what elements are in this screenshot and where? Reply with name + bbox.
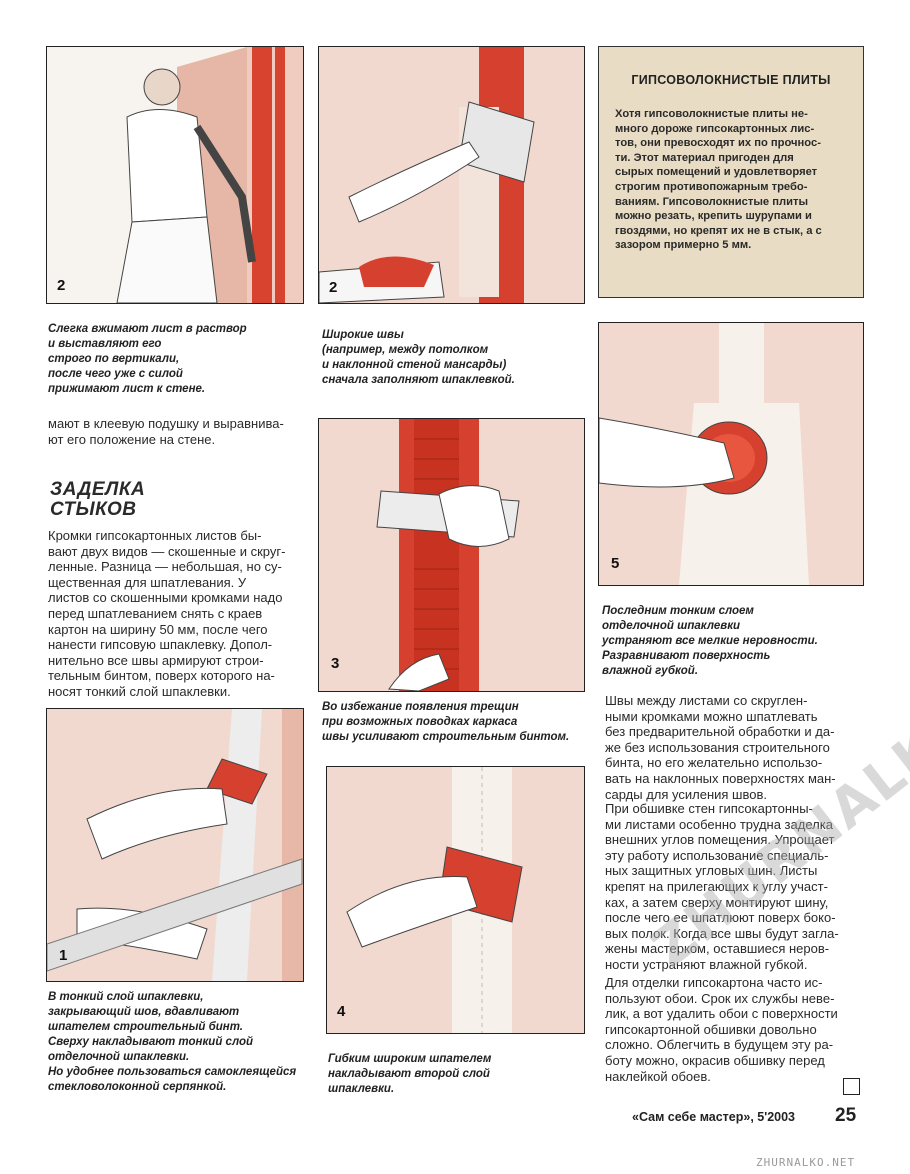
caption-sponge: Последним тонким слоем отделочной шпакле… <box>602 605 818 677</box>
caption-press-sheet: Слегка вжимают лист в раствор и выставля… <box>48 323 247 395</box>
mesh-tape-illustration <box>319 419 584 691</box>
second-coat-illustration <box>327 767 584 1033</box>
paragraph-external-corners: При обшивке стен гипсокартонны- ми листа… <box>605 801 839 972</box>
photo-press-sheet: 2 <box>46 46 304 304</box>
magazine-footer: «Сам себе мастер», 5'2003 <box>632 1110 796 1124</box>
photo-wide-joint: 2 <box>318 46 585 304</box>
photo-tape-press: 1 <box>46 708 304 982</box>
press-sheet-illustration <box>47 47 303 303</box>
photo-number: 1 <box>59 947 68 964</box>
paragraph-rounded-edges: Швы между листами со скруглен- ными кром… <box>605 693 836 802</box>
caption-mesh-tape: Во избежание появления трещин при возмож… <box>322 701 570 743</box>
photo-mesh-tape: 3 <box>318 418 585 692</box>
wide-joint-illustration <box>319 47 584 303</box>
site-credit: ZHURNALKO.NET <box>756 1156 856 1169</box>
photo-number: 5 <box>611 555 620 572</box>
caption-second-coat: Гибким широким шпателем накладывают втор… <box>328 1053 492 1095</box>
photo-second-coat: 4 <box>326 766 585 1034</box>
sidebar-text: Хотя гипсоволокнистые плиты не- много до… <box>615 108 822 252</box>
sidebar-title: ГИПСОВОЛОКНИСТЫЕ ПЛИТЫ <box>631 73 831 87</box>
photo-number: 3 <box>331 655 340 672</box>
sidebar-box: ГИПСОВОЛОКНИСТЫЕ ПЛИТЫ Хотя гипсоволокни… <box>598 46 864 298</box>
paragraph-wallpaper: Для отделки гипсокартона часто ис- польз… <box>605 975 838 1084</box>
photo-number: 2 <box>329 279 338 296</box>
photo-number: 2 <box>57 277 66 294</box>
tape-press-illustration <box>47 709 303 981</box>
caption-wide-joint: Широкие швы (например, между потолком и … <box>322 329 515 386</box>
photo-sponge: 5 <box>598 322 864 586</box>
page-number: 25 <box>835 1105 857 1126</box>
section-heading: ЗАДЕЛКА СТЫКОВ <box>50 479 146 520</box>
sponge-illustration <box>599 323 863 585</box>
paragraph-joint-types: Кромки гипсокартонных листов бы- вают дв… <box>48 528 286 699</box>
intro-text: мают в клеевую подушку и выравнива- ют е… <box>48 416 284 447</box>
caption-tape-press: В тонкий слой шпаклевки, закрывающий шов… <box>48 991 297 1093</box>
end-of-article-marker <box>843 1078 860 1095</box>
photo-number: 4 <box>337 1003 346 1020</box>
